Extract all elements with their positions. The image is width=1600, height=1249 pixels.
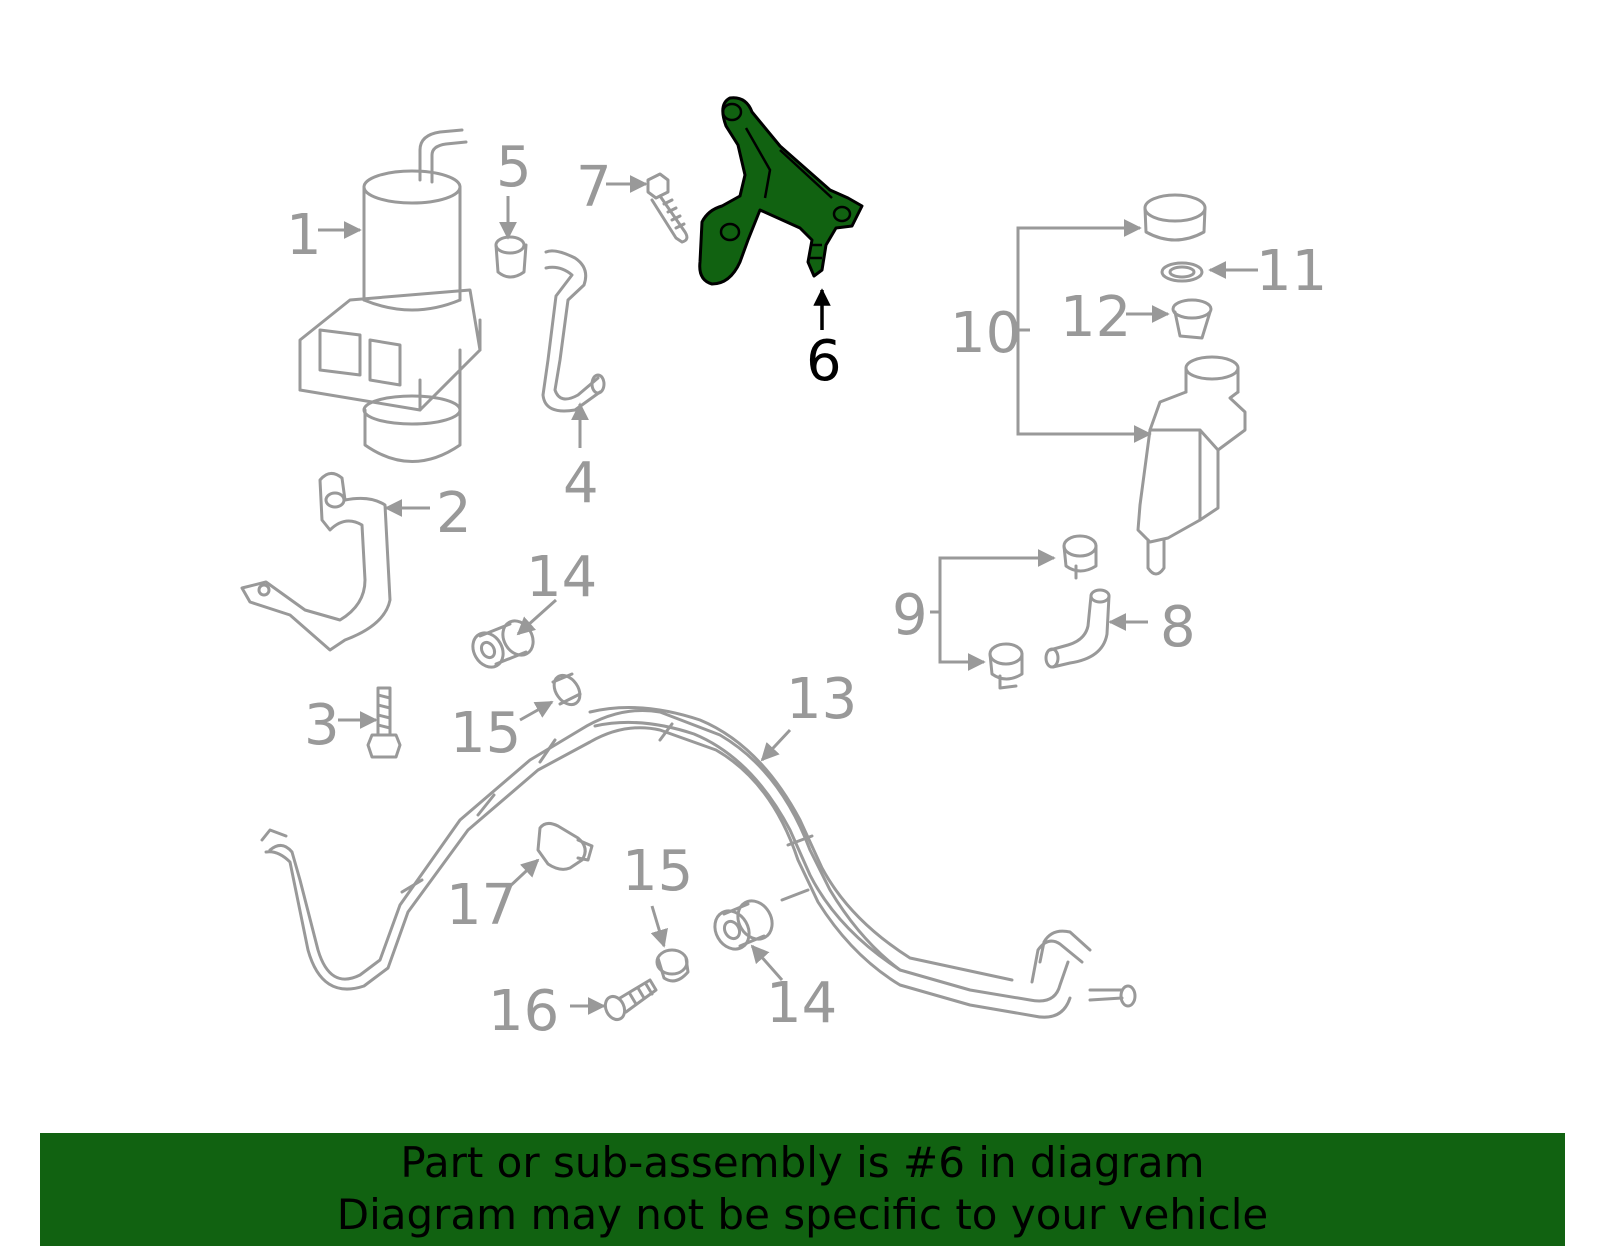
hose-part-4[interactable] — [541, 249, 606, 413]
callout-5: 5 — [496, 135, 532, 200]
callout-17: 17 — [446, 873, 517, 938]
reservoir-part-10[interactable] — [1136, 355, 1247, 576]
pump-assembly-part[interactable] — [298, 128, 482, 463]
bolt-part-3[interactable] — [366, 686, 402, 759]
callout-12: 12 — [1060, 285, 1131, 350]
grommet-part-14-upper[interactable] — [467, 615, 539, 672]
callout-14-lower: 14 — [766, 971, 837, 1036]
bushing-part-15-upper[interactable] — [549, 671, 585, 710]
hose-part-8[interactable] — [1044, 588, 1111, 669]
filter-part-12[interactable] — [1171, 298, 1213, 340]
highlighted-bracket-part-6[interactable] — [698, 96, 864, 286]
callout-3: 3 — [304, 693, 340, 758]
callout-4: 4 — [563, 451, 599, 516]
bolt-part-16[interactable] — [602, 978, 658, 1023]
banner-line-disclaimer: Diagram may not be specific to your vehi… — [336, 1190, 1269, 1239]
clamp-part-9-lower[interactable] — [988, 642, 1024, 690]
callout-2: 2 — [436, 481, 472, 546]
leader-lines — [318, 175, 1258, 1015]
seal-part-11[interactable] — [1160, 261, 1204, 283]
bushing-part-15-lower[interactable] — [655, 948, 690, 983]
hose-lines-part-13[interactable] — [260, 706, 1137, 1019]
bracket-part-2[interactable] — [240, 472, 392, 652]
callout-15-lower: 15 — [622, 839, 693, 904]
clamp-part-5[interactable] — [494, 235, 528, 279]
callout-11: 11 — [1256, 239, 1327, 304]
callout-15-upper: 15 — [450, 701, 521, 766]
banner-line-part: Part or sub-assembly is #6 in diagram — [400, 1138, 1205, 1187]
callout-13: 13 — [786, 667, 857, 732]
callout-14-upper: 14 — [526, 545, 597, 610]
callout-numbers: 1 2 3 4 5 6 7 8 9 10 11 12 13 14 14 15 1… — [286, 135, 1327, 1044]
callout-1: 1 — [286, 203, 322, 268]
callout-10: 10 — [950, 301, 1021, 366]
callout-8: 8 — [1160, 595, 1196, 660]
sensor-part-17[interactable] — [536, 821, 594, 871]
reservoir-cap-part[interactable] — [1143, 193, 1207, 242]
callout-7: 7 — [576, 155, 612, 220]
grommet-part-14-lower[interactable] — [708, 895, 779, 956]
callout-6: 6 — [806, 329, 842, 394]
callout-16: 16 — [488, 979, 559, 1044]
clamp-part-9-upper[interactable] — [1062, 534, 1098, 580]
bolt-part-7[interactable] — [646, 172, 689, 244]
callout-9: 9 — [892, 583, 928, 648]
info-banner: Part or sub-assembly is #6 in diagram Di… — [40, 1133, 1565, 1246]
